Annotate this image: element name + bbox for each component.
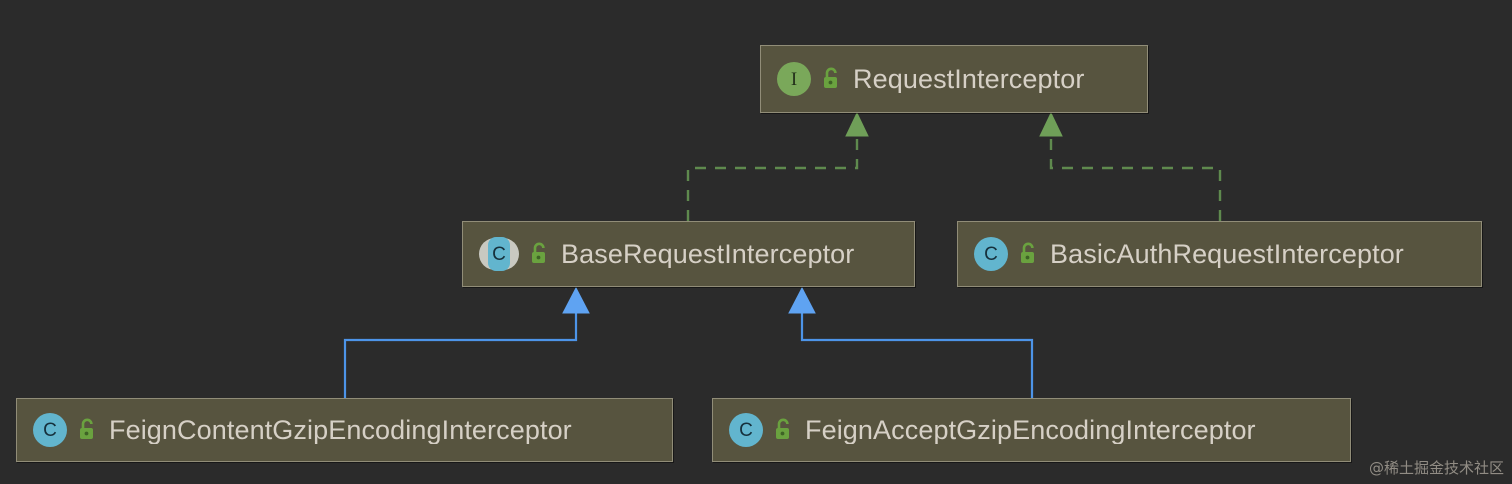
class-icon-letter: C — [43, 419, 57, 441]
open-padlock-icon — [80, 418, 93, 439]
uml-node-request-interceptor[interactable]: I RequestInterceptor — [760, 45, 1148, 113]
class-icon-letter: C — [739, 419, 753, 441]
class-icon: C — [729, 413, 763, 447]
open-padlock-icon — [824, 67, 837, 88]
open-padlock-icon — [1021, 242, 1034, 263]
class-icon-letter: C — [984, 243, 998, 265]
stereotype-icon-wrap: C — [713, 413, 795, 447]
uml-node-label: BasicAuthRequestInterceptor — [1050, 240, 1404, 268]
stereotype-icon-wrap: C — [958, 237, 1040, 271]
uml-node-label: BaseRequestInterceptor — [561, 240, 855, 268]
abstract-class-icon-letter: C — [492, 243, 506, 265]
uml-node-label: FeignAcceptGzipEncodingInterceptor — [805, 416, 1256, 444]
stereotype-icon-wrap: I — [761, 62, 843, 96]
uml-node-feign-content-gzip-encoding-interceptor[interactable]: C FeignContentGzipEncodingInterceptor — [16, 398, 673, 462]
open-padlock-icon — [532, 242, 545, 263]
interface-icon-letter: I — [790, 68, 798, 90]
watermark: @稀土掘金技术社区 — [1368, 459, 1504, 477]
edge-basicauth-realizes-request — [1039, 111, 1222, 221]
edge-accept-extends-base — [788, 286, 1034, 398]
abstract-class-icon: C — [479, 236, 519, 272]
abstract-class-core — [488, 237, 510, 271]
uml-node-label: RequestInterceptor — [853, 65, 1085, 93]
uml-node-feign-accept-gzip-encoding-interceptor[interactable]: C FeignAcceptGzipEncodingInterceptor — [712, 398, 1351, 462]
interface-icon: I — [777, 62, 811, 96]
uml-node-base-request-interceptor[interactable]: C BaseRequestInterceptor — [462, 221, 915, 287]
uml-node-basic-auth-request-interceptor[interactable]: C BasicAuthRequestInterceptor — [957, 221, 1482, 287]
uml-node-label: FeignContentGzipEncodingInterceptor — [109, 416, 572, 444]
class-icon: C — [33, 413, 67, 447]
edge-content-extends-base — [343, 286, 590, 398]
stereotype-icon-wrap: C — [17, 413, 99, 447]
class-icon: C — [974, 237, 1008, 271]
open-padlock-icon — [776, 418, 789, 439]
edge-base-realizes-request — [686, 111, 869, 221]
stereotype-icon-wrap: C — [463, 236, 551, 272]
